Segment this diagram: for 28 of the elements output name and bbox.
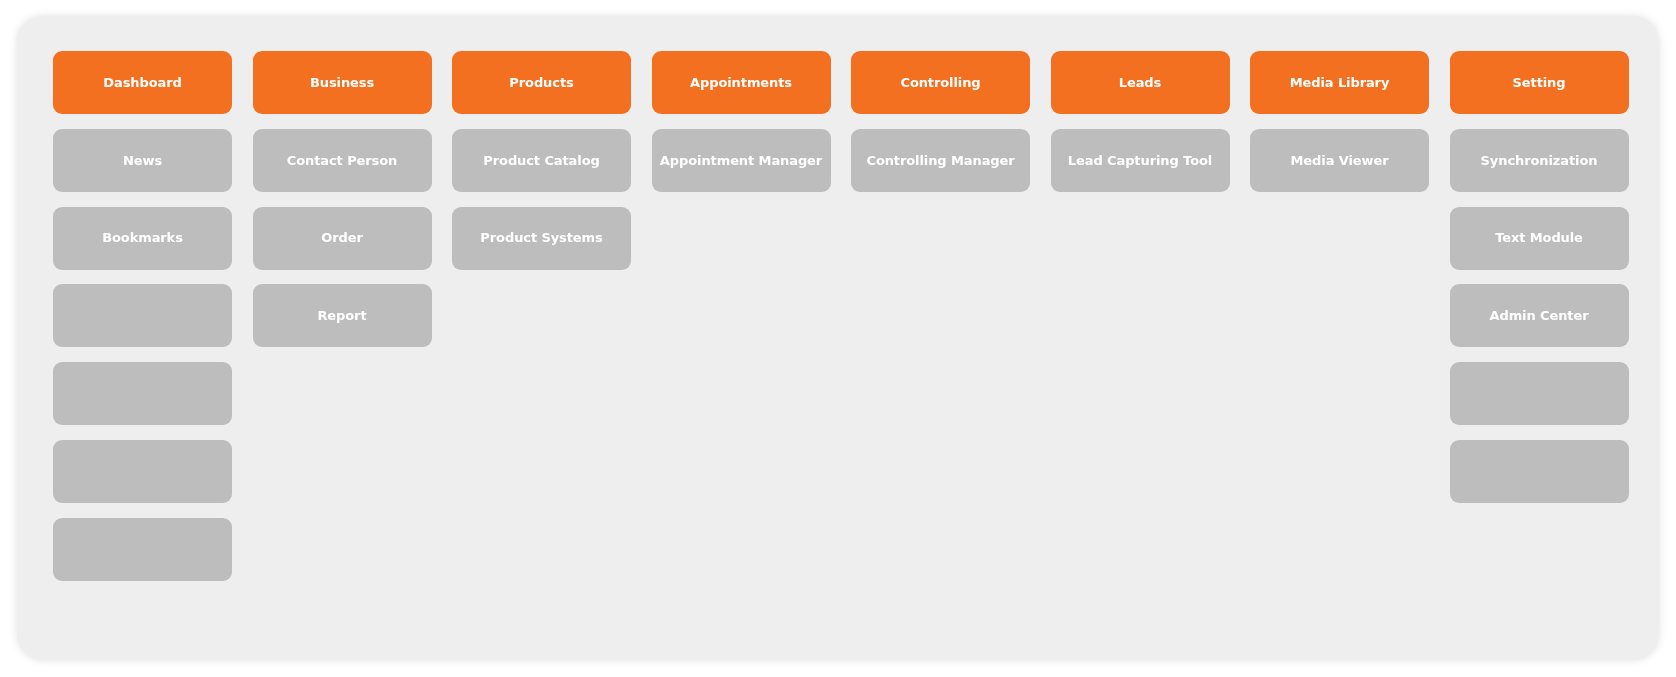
menu-item: Bookmarks [53, 206, 232, 270]
section-header: Products [452, 51, 631, 114]
section-header: Controlling [851, 51, 1030, 114]
menu-item: Lead Capturing Tool [1050, 128, 1230, 192]
menu-item: Admin Center [1449, 284, 1629, 348]
empty-menu-slot [1449, 440, 1629, 503]
menu-item: Media Viewer [1250, 128, 1429, 192]
menu-item: Text Module [1449, 206, 1629, 270]
section-header: Media Library [1250, 51, 1429, 114]
menu-item: Order [252, 206, 432, 270]
menu-item: Product Catalog [452, 128, 631, 192]
section-header: Dashboard [53, 51, 232, 114]
empty-menu-slot [53, 440, 232, 503]
menu-item: Synchronization [1449, 128, 1629, 192]
menu-item: Contact Person [252, 128, 432, 192]
empty-menu-slot [1449, 362, 1629, 426]
menu-item: Appointment Manager [651, 128, 831, 192]
menu-item: Report [252, 284, 432, 348]
section-header: Setting [1449, 51, 1629, 114]
section-header: Business [252, 51, 432, 114]
empty-menu-slot [53, 284, 232, 348]
section-header: Appointments [651, 51, 831, 114]
menu-item: Product Systems [452, 206, 631, 270]
menu-item: Controlling Manager [851, 128, 1030, 192]
empty-menu-slot [53, 517, 232, 581]
menu-item: News [53, 128, 232, 192]
section-header: Leads [1050, 51, 1230, 114]
empty-menu-slot [53, 362, 232, 426]
